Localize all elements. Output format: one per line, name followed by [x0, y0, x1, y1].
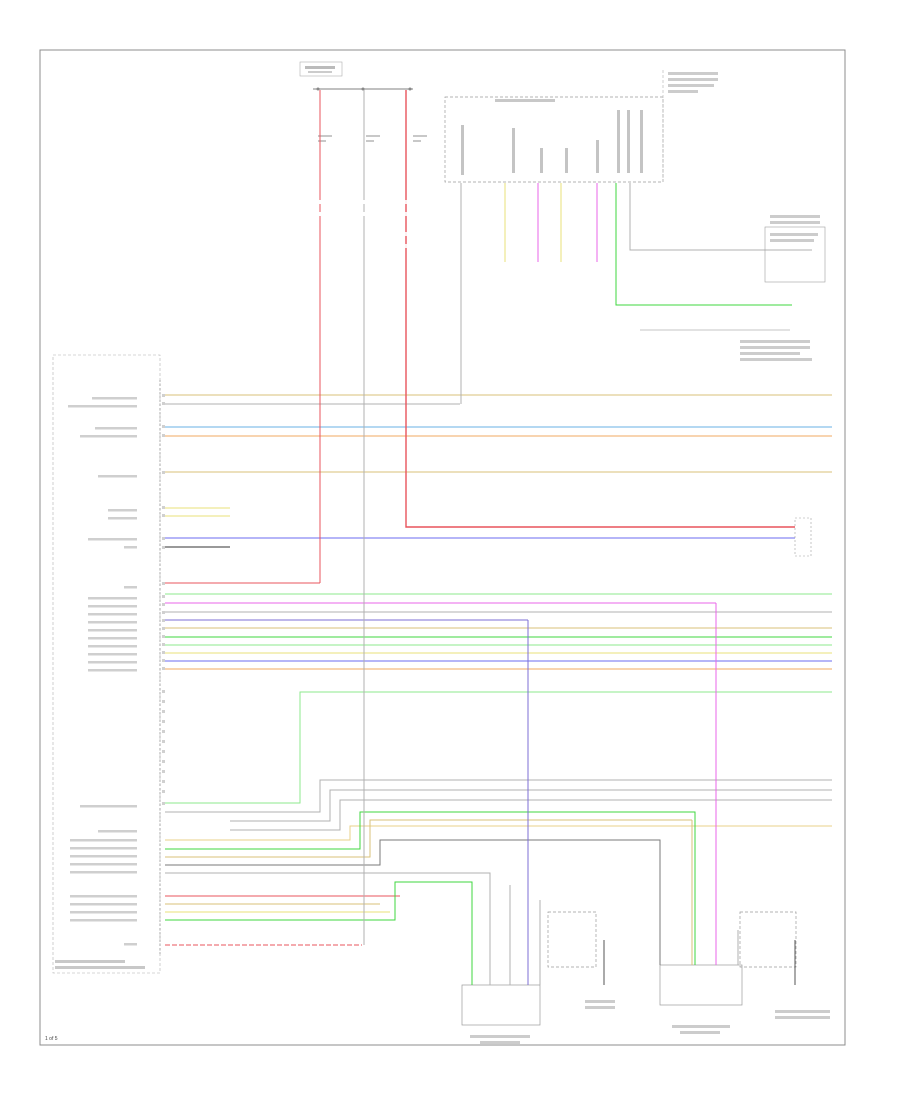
- vertical-wires: [319, 90, 812, 945]
- right-connector-stub: [794, 517, 812, 557]
- wire-v-red-fuse3: [405, 90, 795, 528]
- wire-h-33: [165, 881, 473, 921]
- wire-v-module-6: [615, 183, 792, 306]
- wire-h-27: [165, 819, 692, 858]
- pin-number-marks: [162, 394, 165, 805]
- front-memory-seat-motor: [461, 984, 541, 1026]
- seat-control-module-box: [444, 96, 664, 183]
- wire-h-28: [165, 839, 661, 915]
- wire-h-26: [165, 811, 696, 920]
- wire-v-module-7: [629, 183, 812, 251]
- left-connector-block: [52, 354, 161, 974]
- page-border: [39, 49, 846, 1046]
- bottom-component-labels: [470, 1000, 830, 1044]
- rear-memory-seat-motor: [659, 964, 743, 1006]
- center-sensor-box: [547, 911, 597, 968]
- wire-h-22: [165, 779, 832, 813]
- wire-h-21: [165, 691, 832, 804]
- horizontal-wires: [165, 394, 832, 946]
- right-sensor-box: [739, 911, 797, 968]
- bottom-vertical-wires: [471, 820, 796, 985]
- wire-h-24: [230, 799, 832, 831]
- left-pin-labels: [68, 397, 137, 946]
- figure-id: 1 of 5: [45, 1036, 58, 1042]
- wire-h-25: [165, 825, 832, 841]
- fuse-labels: [318, 135, 427, 142]
- bottom-components: [461, 911, 797, 1026]
- wire-h-29: [165, 872, 491, 900]
- module-pin-labels: [461, 110, 643, 175]
- wire-segment-marks: [319, 200, 407, 248]
- upper-right-module: [764, 226, 826, 283]
- wire-h-23: [230, 789, 832, 822]
